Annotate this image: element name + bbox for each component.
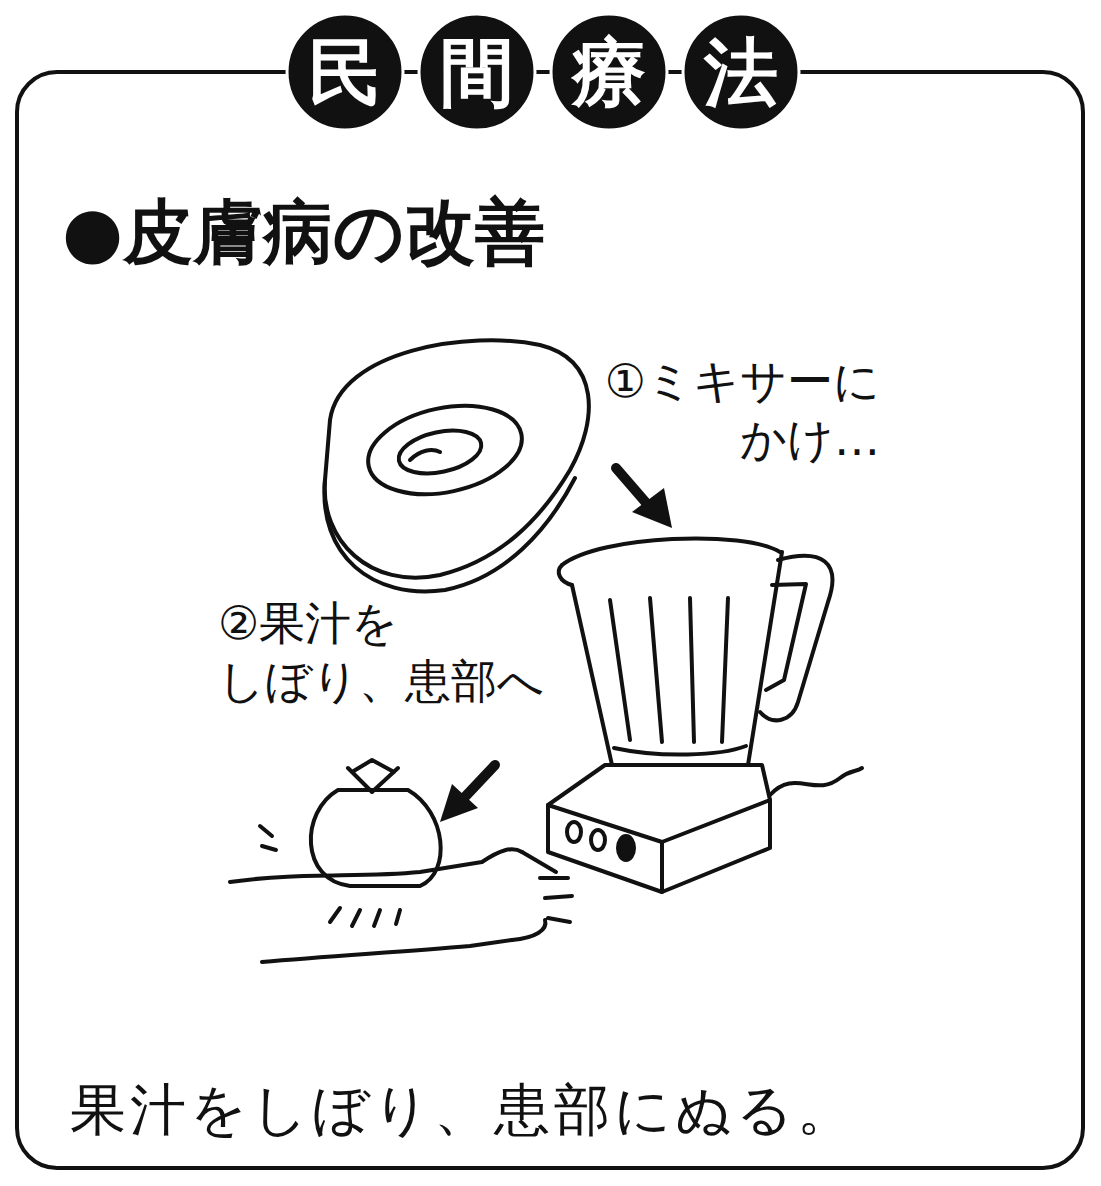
jar-ribs xyxy=(610,598,728,742)
step-note: ②果汁を しぼり、患部へ xyxy=(218,594,578,710)
step-note: ①ミキサーに かけ… xyxy=(596,352,880,468)
avocado-flesh xyxy=(360,393,530,508)
base-button xyxy=(591,830,605,850)
hand xyxy=(512,852,572,940)
arrow-shaft xyxy=(616,468,648,505)
arrow-shaft xyxy=(462,765,495,800)
blender xyxy=(548,538,862,892)
jar-handle-inner xyxy=(766,584,806,690)
jar-handle xyxy=(760,556,832,720)
frame-border xyxy=(17,72,1083,1168)
base-button xyxy=(618,836,634,860)
base-button xyxy=(567,822,581,842)
arm-lower xyxy=(262,940,512,962)
jar-spout xyxy=(559,565,572,585)
jar-rim xyxy=(562,538,780,565)
section-heading: ●皮膚病の改善 xyxy=(62,190,545,274)
base-front xyxy=(548,800,770,892)
jar-bottom xyxy=(614,746,746,755)
cloth-bag xyxy=(311,790,441,886)
bag-knot xyxy=(348,760,398,792)
avocado xyxy=(324,340,588,591)
arrow-head xyxy=(632,488,672,528)
base-top xyxy=(548,765,770,842)
arm-upper xyxy=(230,849,522,882)
arrow-to-blender xyxy=(616,468,672,528)
base-edge xyxy=(660,842,664,892)
arrow-to-arm xyxy=(440,765,495,822)
avocado-pit xyxy=(395,424,485,481)
avocado-rim xyxy=(324,478,575,591)
press-lines xyxy=(330,908,400,926)
jar-body xyxy=(572,552,782,765)
arm-with-bag xyxy=(230,760,572,962)
arrow-head xyxy=(440,784,478,822)
title-text: 民間療法 xyxy=(308,35,836,109)
motion-lines xyxy=(260,826,276,850)
caption: 果汁をしぼり、患部にぬる。 xyxy=(70,1075,857,1145)
avocado-shine xyxy=(410,450,440,460)
avocado-outline xyxy=(325,340,589,577)
cord xyxy=(770,768,862,795)
